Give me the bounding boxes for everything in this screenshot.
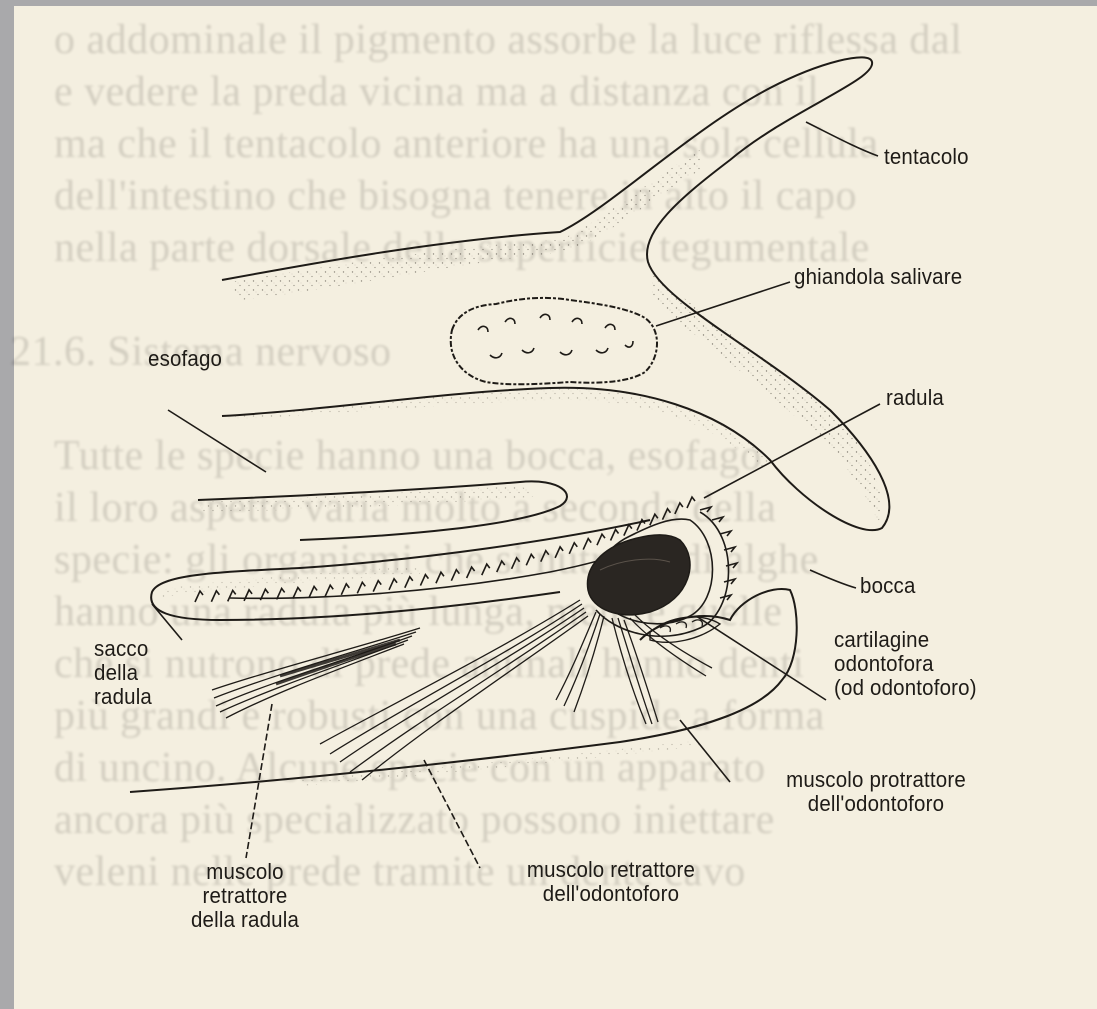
radula-tooth: [325, 585, 333, 596]
label-line: odontofora: [834, 652, 977, 676]
radula-tooth: [451, 570, 459, 581]
radula-tooth: [497, 561, 505, 572]
label-line: dell'odontoforo: [476, 882, 746, 906]
radula-tooth: [583, 539, 591, 550]
radula-tooth: [724, 579, 735, 584]
label-esofago: esofago: [148, 347, 222, 371]
radula-tooth: [293, 588, 301, 599]
radula-sac: [151, 520, 660, 620]
radula-tooth: [309, 586, 317, 597]
radula-tooth: [526, 554, 534, 565]
radula-tooth: [195, 591, 203, 602]
label-line: muscolo: [147, 860, 342, 884]
radula-tooth: [244, 590, 252, 601]
radula-tooth: [512, 558, 520, 569]
radula-tooth: [211, 591, 219, 602]
label-line: dell'odontoforo: [746, 792, 1006, 816]
label-ghiandola-salivare: ghiandola salivare: [794, 265, 962, 289]
leader-protrattore: [680, 720, 730, 782]
odontophore: [587, 512, 728, 636]
radula-tooth: [675, 503, 683, 514]
radula-tooth: [541, 551, 549, 562]
label-muscolo-retrattore-radula: muscolo retrattore della radula: [147, 860, 342, 933]
label-radula: radula: [886, 386, 944, 410]
radula-tooth: [373, 581, 381, 592]
label-line: sacco: [94, 637, 152, 661]
label-line: della: [94, 661, 152, 685]
leader-esofago: [168, 410, 266, 472]
radula-tooth: [712, 517, 723, 522]
label-line: muscolo protrattore: [746, 768, 1006, 792]
dorsal-body-outline: [222, 57, 889, 530]
label-line: muscolo retrattore: [476, 858, 746, 882]
esophagus-outline: [198, 481, 567, 540]
radula-tooth: [569, 543, 577, 554]
radula-tooth: [228, 590, 236, 601]
radula-tooth: [597, 534, 605, 545]
radula-tooth: [389, 579, 397, 590]
radula-tooth: [611, 529, 619, 540]
radula-tooth: [405, 577, 413, 588]
radula-tooth: [357, 582, 365, 593]
radula-tooth: [555, 547, 563, 558]
label-line: radula: [94, 685, 152, 709]
label-bocca: bocca: [860, 574, 916, 598]
label-line: della radula: [147, 908, 342, 932]
label-line: retrattore: [147, 884, 342, 908]
radula-tooth: [482, 564, 490, 575]
leader-cartilagine: [696, 616, 826, 700]
label-muscolo-protrattore: muscolo protrattore dell'odontoforo: [746, 768, 1006, 816]
radula-tooth: [687, 497, 695, 508]
label-line: cartilagine: [834, 628, 977, 652]
radula-tooth: [420, 575, 428, 586]
radula-tooth: [662, 509, 670, 520]
label-tentacolo: tentacolo: [884, 145, 969, 169]
radula-tooth: [436, 572, 444, 583]
label-sacco-della-radula: sacco della radula: [94, 637, 152, 710]
salivary-gland: [451, 298, 657, 384]
leader-sacco: [152, 604, 182, 640]
radula-tooth: [467, 567, 475, 578]
radula-tooth: [341, 584, 349, 595]
leader-retrattore-odontoforo: [424, 760, 480, 868]
label-muscolo-retrattore-odontoforo: muscolo retrattore dell'odontoforo: [476, 858, 746, 906]
label-line: (od odontoforo): [834, 676, 977, 700]
label-cartilagine-odontofora: cartilagine odontofora (od odontoforo): [834, 628, 977, 701]
leader-tentacolo: [806, 122, 878, 156]
radula-tooth: [700, 507, 711, 512]
leader-bocca: [810, 570, 856, 588]
